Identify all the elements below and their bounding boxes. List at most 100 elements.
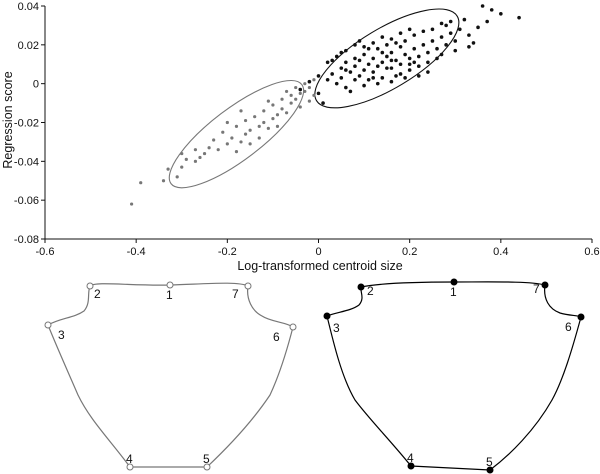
- landmark-point-2: [357, 283, 365, 291]
- landmark-label-1: 1: [450, 285, 457, 299]
- point-grey: [262, 109, 266, 113]
- point-black: [467, 33, 471, 37]
- point-black: [435, 46, 439, 51]
- point-black: [362, 44, 366, 49]
- point-grey: [234, 124, 239, 128]
- point-grey: [289, 93, 293, 97]
- point-grey: [175, 175, 179, 179]
- point-black: [389, 79, 394, 84]
- point-black: [348, 89, 353, 94]
- landmark-label-1: 1: [166, 288, 173, 302]
- point-grey: [307, 99, 311, 103]
- point-black: [448, 31, 453, 35]
- point-grey: [207, 146, 211, 150]
- point-black: [385, 54, 389, 59]
- ellipse-black-group: [314, 8, 460, 109]
- confidence-ellipses: [168, 8, 460, 189]
- point-black: [344, 48, 348, 53]
- point-black: [421, 43, 426, 47]
- point-black: [480, 4, 485, 8]
- landmark-label-4: 4: [126, 452, 133, 466]
- y-axis-ticks: 0.040.020-0.02-0.04-0.06-0.08: [14, 1, 45, 246]
- point-black: [380, 35, 385, 39]
- x-tick-label: 0.6: [584, 246, 599, 258]
- point-grey: [298, 105, 302, 109]
- point-black: [398, 72, 403, 76]
- point-black: [344, 68, 348, 72]
- point-grey: [239, 109, 243, 113]
- point-black: [389, 37, 394, 41]
- point-black: [485, 19, 489, 24]
- point-black: [362, 52, 366, 57]
- point-black: [394, 74, 398, 78]
- point-black: [444, 23, 448, 28]
- point-grey: [212, 138, 216, 142]
- point-grey: [130, 202, 134, 206]
- point-black: [389, 66, 394, 70]
- point-black: [344, 60, 348, 65]
- point-black: [357, 74, 362, 78]
- point-black: [439, 21, 444, 26]
- point-black: [430, 27, 435, 32]
- point-grey: [257, 136, 261, 140]
- point-black: [357, 39, 362, 43]
- point-grey: [225, 142, 229, 146]
- point-black: [385, 66, 389, 70]
- point-black: [403, 52, 407, 57]
- landmark-label-7: 7: [533, 282, 540, 296]
- point-black: [380, 60, 385, 65]
- point-black: [298, 87, 303, 92]
- point-black: [462, 17, 467, 22]
- point-black: [375, 81, 380, 86]
- point-black: [453, 48, 458, 53]
- point-grey: [225, 120, 229, 125]
- point-black: [353, 64, 357, 68]
- point-black: [439, 52, 444, 57]
- point-grey: [298, 91, 302, 95]
- point-black: [371, 76, 376, 80]
- shape-outline: [47, 282, 294, 468]
- point-grey: [312, 93, 316, 97]
- point-black: [371, 56, 376, 61]
- landmark-label-3: 3: [58, 328, 65, 342]
- point-black: [362, 83, 366, 88]
- point-grey: [193, 148, 198, 152]
- point-grey: [243, 132, 248, 136]
- point-black: [398, 44, 403, 49]
- point-grey: [266, 126, 270, 130]
- point-black: [407, 68, 412, 72]
- point-grey: [221, 130, 225, 134]
- y-axis-title: Regression score: [1, 71, 15, 168]
- landmark-label-3: 3: [333, 321, 340, 335]
- landmark-label-4: 4: [407, 451, 414, 465]
- landmark-point-6: [289, 323, 297, 331]
- point-grey: [234, 150, 239, 154]
- landmark-point-2: [86, 282, 94, 290]
- point-black: [380, 76, 385, 80]
- shape-outline: [326, 281, 582, 471]
- point-black: [371, 70, 376, 74]
- point-grey: [193, 159, 198, 163]
- landmark-point-3: [44, 321, 52, 329]
- landmark-label-5: 5: [486, 455, 493, 469]
- point-black: [416, 54, 421, 59]
- point-grey: [180, 165, 184, 169]
- point-black: [412, 46, 417, 51]
- landmark-label-2: 2: [94, 287, 101, 301]
- y-tick-label: -0.02: [14, 118, 39, 130]
- point-grey: [184, 157, 188, 161]
- landmark-point-7: [244, 282, 252, 290]
- landmark-label-5: 5: [203, 452, 210, 466]
- point-grey: [243, 118, 248, 123]
- point-black: [403, 76, 407, 80]
- landmark-point-5: [203, 463, 211, 471]
- landmark-point-5: [486, 466, 494, 474]
- point-grey: [275, 124, 280, 128]
- point-grey: [262, 120, 266, 125]
- point-black: [458, 27, 462, 32]
- point-black: [453, 39, 458, 43]
